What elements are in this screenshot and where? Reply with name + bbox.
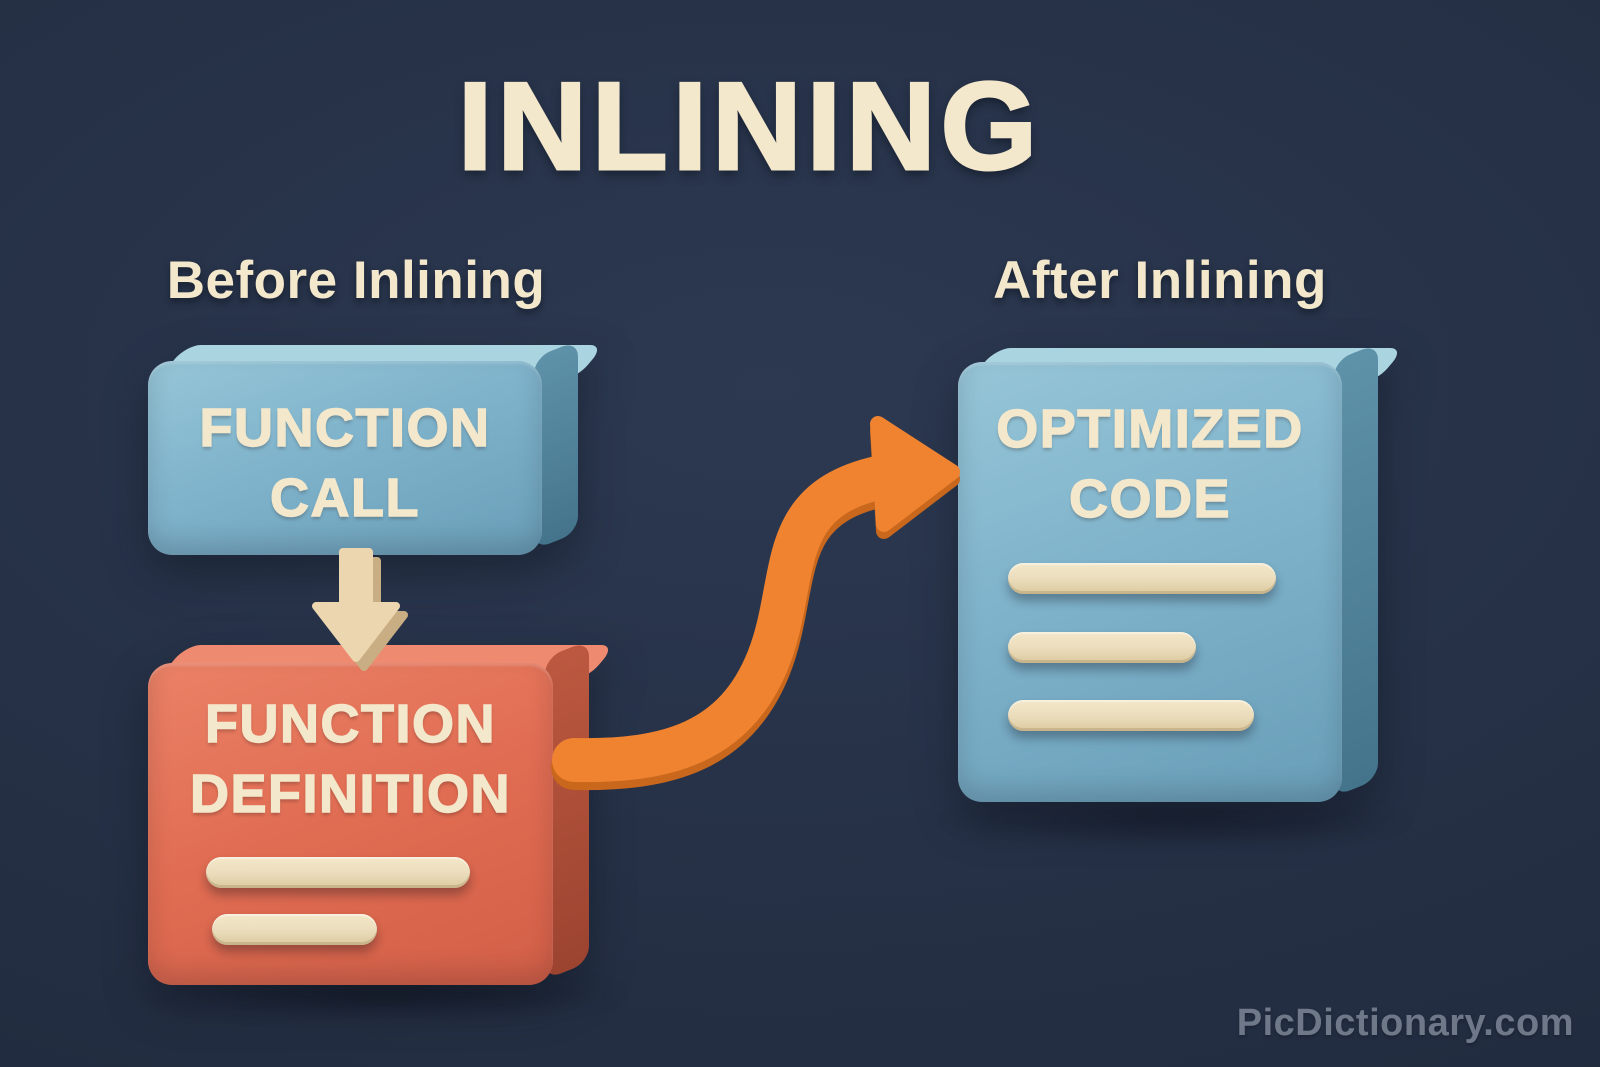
curved-arrow-icon: [551, 416, 960, 791]
function-call-line2: CALL: [269, 467, 420, 528]
function-call-box-label: FUNCTION CALL: [148, 383, 542, 533]
code-line-bar: [1008, 632, 1196, 663]
optimized-code-box: OPTIMIZED CODE: [958, 343, 1405, 802]
after-inlining-label: After Inlining: [993, 251, 1327, 310]
function-definition-box-label: FUNCTION DEFINITION: [148, 689, 553, 829]
watermark: PicDictionary.com: [1236, 1002, 1574, 1044]
function-definition-line2: DEFINITION: [189, 763, 511, 825]
code-line-bar: [1008, 563, 1276, 594]
function-definition-box: FUNCTION DEFINITION: [148, 640, 616, 985]
function-call-box-face: FUNCTION CALL: [148, 361, 542, 555]
function-definition-line1: FUNCTION: [204, 693, 496, 754]
page-title: INLINING: [456, 57, 1043, 198]
optimized-code-line1: OPTIMIZED: [996, 398, 1304, 459]
function-definition-box-face: FUNCTION DEFINITION: [148, 663, 553, 985]
optimized-code-box-face: OPTIMIZED CODE: [958, 362, 1342, 802]
optimized-code-box-label: OPTIMIZED CODE: [958, 394, 1342, 534]
function-call-box: FUNCTION CALL: [148, 340, 605, 555]
code-line-bar: [206, 857, 470, 888]
optimized-code-line2: CODE: [1068, 468, 1231, 530]
function-call-line1: FUNCTION: [199, 397, 491, 458]
before-inlining-label: Before Inlining: [166, 251, 546, 310]
code-line-bar: [212, 914, 377, 945]
code-line-bar: [1008, 700, 1254, 731]
